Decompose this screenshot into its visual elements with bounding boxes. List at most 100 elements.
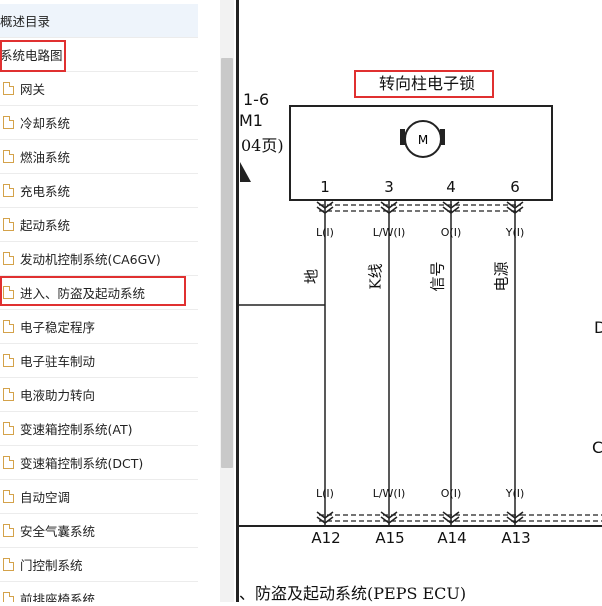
tree-item[interactable]: 起动系统	[0, 208, 198, 242]
file-icon	[3, 456, 14, 469]
connector-chevron	[316, 206, 334, 214]
edge-letter-c: C	[592, 438, 602, 457]
connector-chevron	[506, 206, 524, 214]
tree-item[interactable]: 电子稳定程序	[0, 310, 198, 344]
ecu-pin: A14	[437, 529, 467, 547]
tree-item[interactable]: 自动空调	[0, 480, 198, 514]
file-icon	[3, 320, 14, 333]
tree-item[interactable]: 变速箱控制系统(AT)	[0, 412, 198, 446]
tree-item[interactable]: 进入、防盗及起动系统	[0, 276, 198, 310]
ecu-pin: A13	[501, 529, 531, 547]
connector-chevron	[380, 206, 398, 214]
wire-code: Y(I)	[505, 487, 525, 500]
tree-item[interactable]: 冷却系统	[0, 106, 198, 140]
file-icon	[3, 82, 14, 95]
highlight-box-section	[0, 40, 66, 72]
tree-item-label: 前排座椅系统	[20, 592, 96, 602]
tree-section-circuit-diagrams[interactable]: 系统电路图	[0, 38, 198, 72]
connector-chevron	[506, 201, 524, 209]
file-icon	[3, 116, 14, 129]
connector-chevron	[442, 516, 460, 524]
signal-label: K线	[366, 263, 385, 290]
tree-item[interactable]: 变速箱控制系统(DCT)	[0, 446, 198, 480]
tree-item-label: 变速箱控制系统(DCT)	[20, 456, 144, 471]
tree-item-label: 电子稳定程序	[20, 320, 96, 335]
tree-item-label: 起动系统	[20, 218, 71, 233]
component-title: 转向柱电子锁	[378, 74, 475, 93]
file-icon	[3, 388, 14, 401]
wire-code: L/W(I)	[372, 487, 406, 500]
connector-chevron	[380, 201, 398, 209]
file-icon	[3, 422, 14, 435]
connector-chevron	[442, 206, 460, 214]
wire-group	[316, 200, 602, 526]
highlight-box-title	[354, 70, 494, 98]
ref-line-2: M1	[239, 111, 263, 130]
connector-arrow	[240, 162, 251, 182]
wire-code: O(I)	[440, 487, 462, 500]
tree-item-label: 进入、防盗及起动系统	[20, 286, 146, 301]
wire-code: L(I)	[316, 226, 334, 239]
connector-chevron	[506, 516, 524, 524]
wire-code: L(I)	[316, 487, 334, 500]
wire-code: Y(I)	[505, 226, 525, 239]
tree-item-label: 燃油系统	[20, 150, 71, 165]
pin-number: 3	[384, 178, 394, 196]
circuit-diagram: M 1-6 M1 04页) 转向柱电子锁 D C 、防盗及起动系统(PEPS E…	[239, 0, 602, 603]
tree-item[interactable]: 安全气囊系统	[0, 514, 198, 548]
pin-number: 6	[510, 178, 520, 196]
file-icon	[3, 252, 14, 265]
edge-letter-d: D	[594, 318, 602, 337]
tree-item-label: 安全气囊系统	[20, 524, 96, 539]
tree-item[interactable]: 门控制系统	[0, 548, 198, 582]
tree-item[interactable]: 网关	[0, 72, 198, 106]
motor-label: M	[418, 133, 428, 147]
ecu-pin: A12	[311, 529, 341, 547]
file-icon	[3, 354, 14, 367]
connector-chevron	[316, 516, 334, 524]
tree-item[interactable]: 充电系统	[0, 174, 198, 208]
component-box	[289, 105, 553, 201]
tree-item[interactable]: 燃油系统	[0, 140, 198, 174]
connector-chevron	[316, 511, 334, 519]
tree-item-label: 自动空调	[20, 490, 71, 505]
wire-code: O(I)	[440, 226, 462, 239]
file-icon	[3, 184, 14, 197]
tree-item-label: 充电系统	[20, 184, 71, 199]
viewer-divider	[236, 0, 239, 602]
tree-item[interactable]: 前排座椅系统	[0, 582, 198, 602]
file-icon	[3, 558, 14, 571]
file-icon	[3, 592, 14, 602]
signal-label: 信号	[428, 261, 447, 292]
ref-line-1: 1-6	[243, 90, 270, 109]
tree-item-label: 电液助力转向	[20, 388, 96, 403]
ecu-pin: A15	[375, 529, 405, 547]
tree-section-label: 系统电路图	[0, 48, 63, 63]
tree-item-overview[interactable]: 概述目录	[0, 4, 198, 38]
file-icon	[3, 524, 14, 537]
tree-item-label: 冷却系统	[20, 116, 71, 131]
file-icon	[3, 286, 14, 299]
highlight-box-item	[0, 276, 186, 306]
connector-chevron	[442, 511, 460, 519]
tree-item[interactable]: 电液助力转向	[0, 378, 198, 412]
tree-item[interactable]: 发动机控制系统(CA6GV)	[0, 242, 198, 276]
wire-code: L/W(I)	[372, 226, 406, 239]
pin-number: 1	[320, 178, 330, 196]
diagram-canvas: M	[239, 105, 602, 527]
file-icon	[3, 218, 14, 231]
scrollbar-thumb[interactable]	[221, 58, 233, 468]
file-icon	[3, 150, 14, 163]
connector-chevron	[316, 201, 334, 209]
tree-item-label: 电子驻车制动	[20, 354, 96, 369]
motor-icon	[400, 120, 445, 158]
signal-label: 电源	[492, 261, 511, 292]
ecu-label: 、防盗及起动系统(PEPS ECU)	[239, 584, 467, 603]
tree-item-label: 变速箱控制系统(AT)	[20, 422, 133, 437]
tree-item-label: 发动机控制系统(CA6GV)	[20, 252, 161, 267]
ref-line-3: 04页)	[241, 136, 284, 155]
tree-item-label: 网关	[20, 82, 46, 97]
file-icon	[3, 490, 14, 503]
tree-item-label: 概述目录	[0, 14, 51, 29]
tree-item[interactable]: 电子驻车制动	[0, 344, 198, 378]
